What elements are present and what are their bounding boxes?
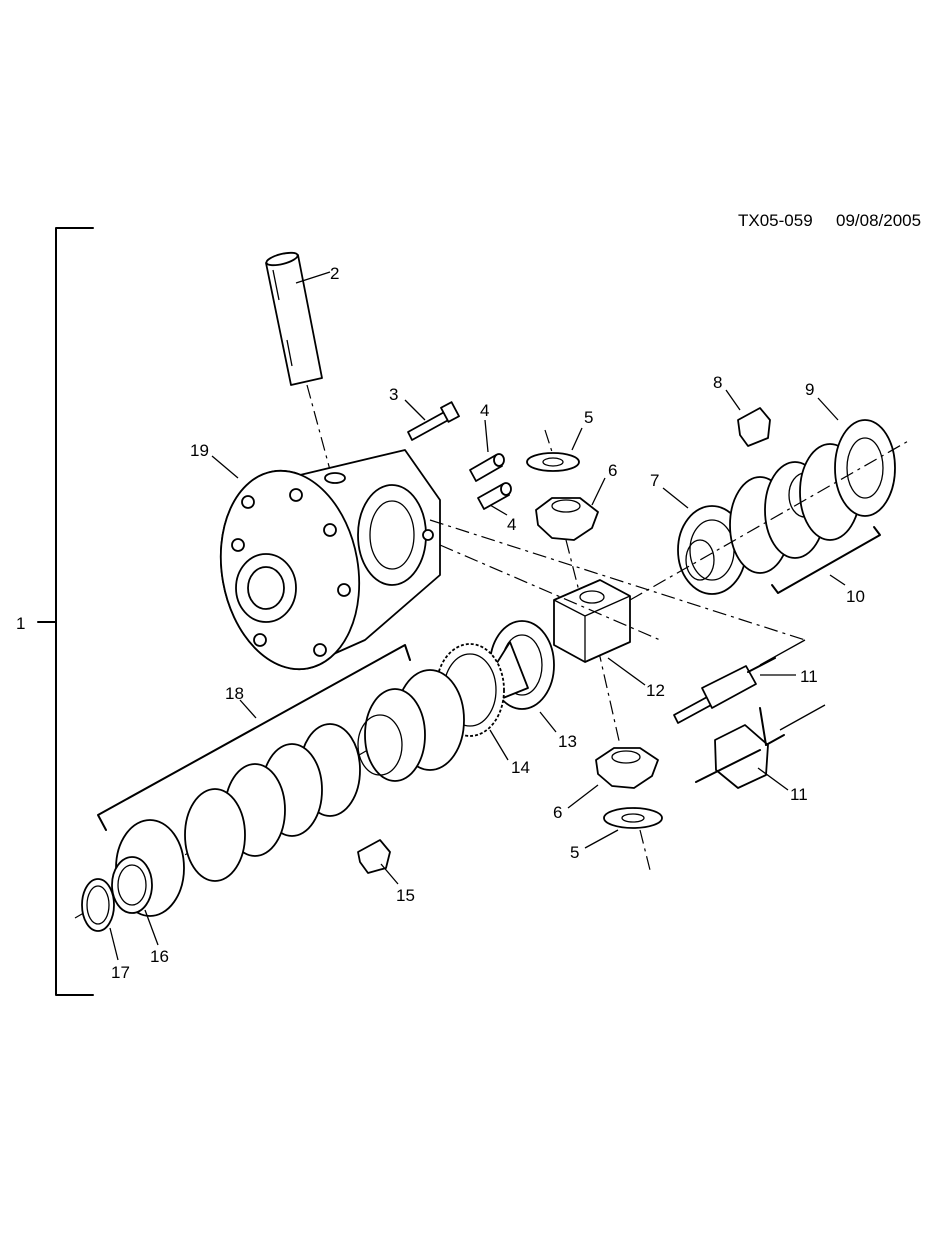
leader-lines: [109, 271, 846, 961]
callout-10: 10: [846, 587, 865, 606]
part-9-shim: [834, 419, 896, 517]
callout-5-lower: 5: [570, 843, 579, 862]
part-18-clutch-pack: [97, 644, 465, 917]
callout-3: 3: [389, 385, 398, 404]
callout-13: 13: [558, 732, 577, 751]
callout-15: 15: [396, 886, 415, 905]
part-16-snap-ring: [111, 856, 153, 914]
callout-11-lower: 11: [790, 785, 808, 804]
callout-17: 17: [111, 963, 130, 982]
part-10-clutch-pack: [729, 443, 881, 594]
part-12-spacer-block: [553, 579, 631, 663]
part-11-shaft-assembly-lower: [695, 707, 785, 789]
part-4-pin-upper: [469, 453, 505, 482]
callout-6-lower: 6: [553, 803, 562, 822]
callout-16: 16: [150, 947, 169, 966]
part-3-bolt: [407, 401, 460, 441]
callout-12: 12: [646, 681, 665, 700]
assembly-bracket: [37, 227, 94, 996]
callout-11-upper: 11: [800, 667, 818, 686]
part-2-shaft: [265, 251, 331, 471]
drawing-date: 09/08/2005: [836, 211, 921, 230]
callout-4-upper: 4: [480, 401, 489, 420]
callout-8: 8: [713, 373, 722, 392]
callout-1: 1: [16, 614, 25, 633]
part-11-shaft-assembly-upper: [673, 657, 776, 724]
part-6-pinion-gear-upper: [535, 497, 599, 596]
callout-19: 19: [190, 441, 209, 460]
part-4-pin-lower: [477, 482, 512, 510]
part-5-thrust-washer-upper: [526, 429, 580, 472]
callout-4-lower: 4: [507, 515, 516, 534]
callout-18: 18: [225, 684, 244, 703]
callout-9: 9: [805, 380, 814, 399]
drawing-id: TX05-059: [738, 211, 813, 230]
part-19-differential-case: [219, 449, 441, 671]
callout-labels: 1 2 3 4 4 5 5 6 6 7 8 9 10 11 11 12 13 1…: [16, 264, 865, 982]
callout-7: 7: [650, 471, 659, 490]
callout-2: 2: [330, 264, 339, 283]
part-6-pinion-gear-lower: [595, 647, 659, 789]
callout-5-upper: 5: [584, 408, 593, 427]
part-17-washer: [81, 878, 115, 932]
callout-14: 14: [511, 758, 530, 777]
part-5-thrust-washer-lower: [603, 807, 663, 871]
callout-6-upper: 6: [608, 461, 617, 480]
part-8-clip: [737, 407, 771, 447]
